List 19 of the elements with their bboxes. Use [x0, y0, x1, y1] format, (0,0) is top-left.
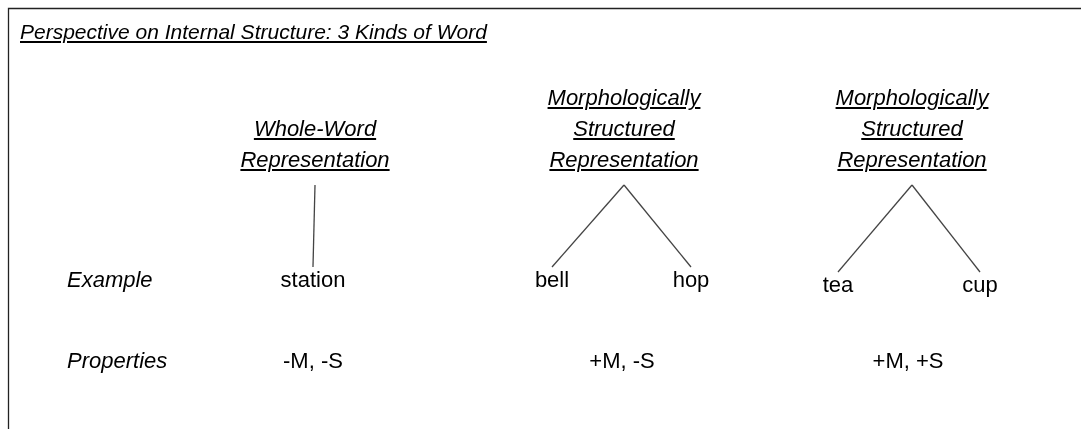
property-values: -M, -S [283, 348, 343, 374]
tree-branch-line [551, 184, 625, 268]
tree-branch-line [837, 184, 913, 273]
tree-branch-line [312, 184, 316, 268]
tree-branch-line [623, 184, 692, 268]
example-word: tea [822, 272, 854, 298]
tree-root-heading: Whole-Word Representation [210, 113, 420, 185]
property-values: +M, +S [872, 348, 944, 374]
example-word: hop [672, 267, 710, 293]
tree-root-heading: Morphologically Structured Representation [524, 82, 724, 185]
row-label: Properties [67, 348, 168, 374]
tree-root-heading: Morphologically Structured Representation [812, 82, 1012, 185]
row-label: Example [67, 267, 153, 293]
example-word: cup [962, 272, 998, 298]
tree-branch-line [911, 184, 981, 273]
diagram-title: Perspective on Internal Structure: 3 Kinds of Word [20, 19, 487, 45]
property-values: +M, -S [589, 348, 655, 374]
example-word: bell [534, 267, 570, 293]
example-word: station [280, 267, 346, 293]
